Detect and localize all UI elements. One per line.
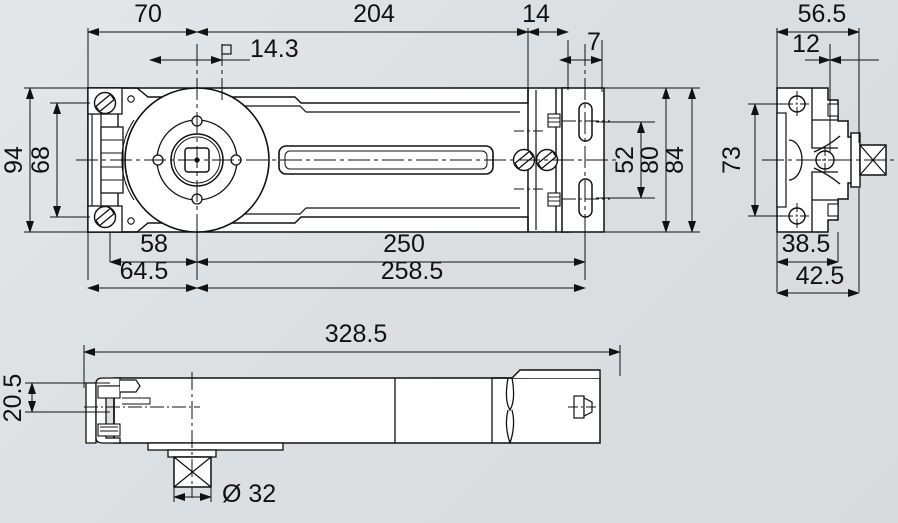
side-view-dimensions (748, 28, 879, 297)
dim-73: 73 (718, 146, 746, 174)
fixing-screw-bottom (93, 205, 117, 229)
square-symbol-icon (221, 44, 232, 55)
dim-84: 84 (661, 146, 689, 174)
dim-250: 250 (383, 230, 425, 258)
plan-view (76, 44, 620, 268)
dim-20-5: 20.5 (0, 374, 27, 423)
dim-14: 14 (522, 0, 550, 28)
dim-diameter-32: Ø 32 (222, 480, 276, 508)
plan-left-dimensions (24, 87, 90, 233)
side-view (762, 87, 896, 233)
plan-bottom-dimensions (87, 232, 586, 292)
fixing-screw-top (93, 91, 117, 115)
dim-80: 80 (636, 146, 664, 174)
elevation-left-endcap (84, 377, 200, 444)
dim-258-5: 258.5 (381, 257, 444, 285)
dim-12: 12 (792, 30, 820, 58)
dim-52: 52 (611, 146, 639, 174)
dim-70: 70 (134, 0, 162, 28)
dim-68: 68 (27, 146, 55, 174)
plan-right-dimensions (596, 87, 700, 233)
dim-94: 94 (0, 146, 28, 174)
plan-top-dimensions (87, 28, 603, 92)
elevation-right-bolt (568, 395, 596, 419)
dim-58: 58 (140, 230, 168, 258)
elevation-bottom-spindle (147, 372, 284, 498)
elevation-dimensions (25, 345, 621, 502)
dim-328-5: 328.5 (325, 320, 388, 348)
dim-38-5: 38.5 (782, 230, 831, 258)
dim-64-5: 64.5 (120, 257, 169, 285)
dimension-labels: 70 204 14 14.3 7 94 68 52 80 84 58 250 6… (0, 0, 846, 508)
dim-42-5: 42.5 (796, 262, 845, 290)
plan-centre-lines (76, 44, 620, 268)
dim-56-5: 56.5 (798, 0, 847, 28)
dim-7: 7 (587, 28, 601, 56)
dim-14-3: 14.3 (250, 35, 299, 63)
dim-204: 204 (353, 0, 395, 28)
elevation-view (84, 369, 601, 498)
